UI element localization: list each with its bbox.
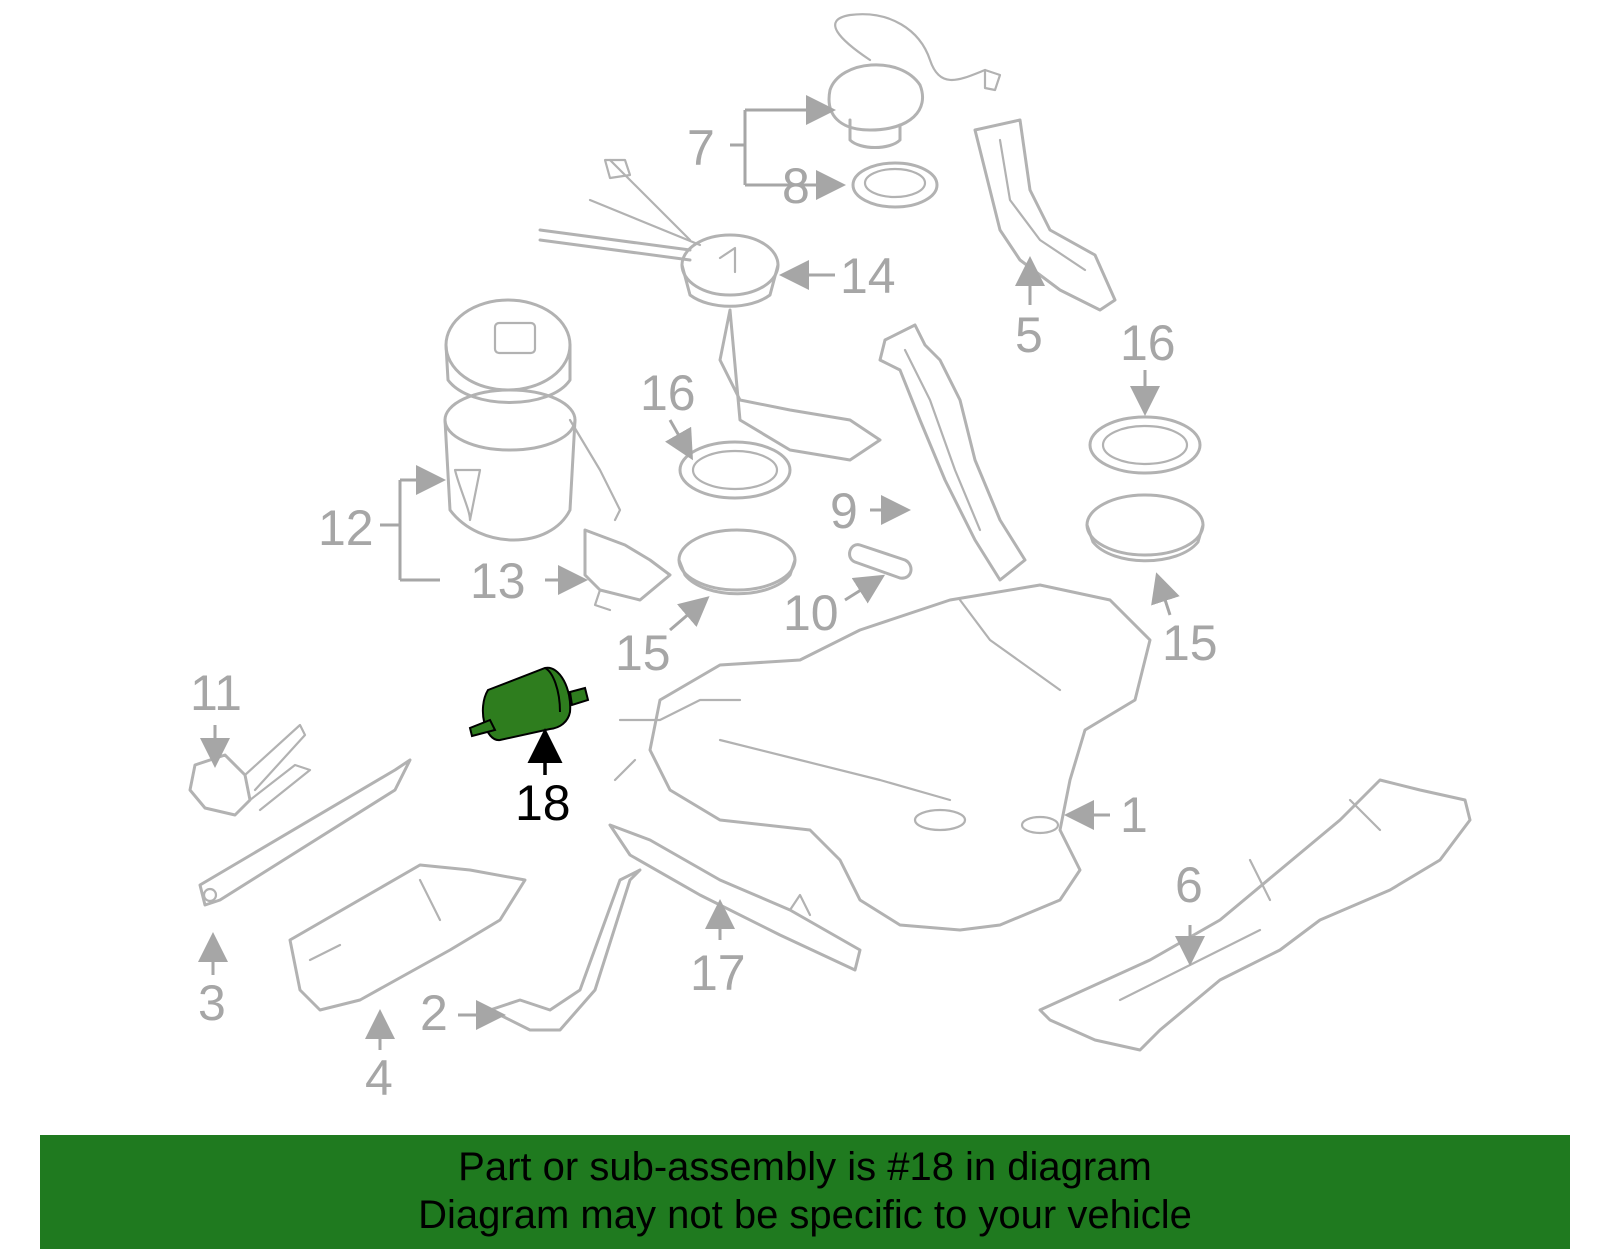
label-17: 17 [690, 945, 746, 1001]
label-9: 9 [830, 483, 858, 539]
valve-part-11 [188, 723, 312, 817]
leader-lines [198, 110, 1205, 1050]
label-6: 6 [1175, 857, 1203, 913]
parts-diagram: 1 2 3 4 5 6 7 8 9 10 11 12 13 14 15 15 1… [188, 13, 1472, 1106]
fuel-cap-part-7 [827, 13, 1002, 149]
label-4: 4 [365, 1050, 393, 1106]
underbody-shield-part-6 [1038, 778, 1472, 1052]
fuel-pump-module-part-12 [443, 298, 622, 542]
label-3: 3 [198, 975, 226, 1031]
banner-line-2: Diagram may not be specific to your vehi… [418, 1193, 1192, 1237]
shield-part-4 [288, 863, 527, 1012]
label-12: 12 [318, 500, 374, 556]
label-5: 5 [1015, 307, 1043, 363]
fuel-filter-part-18-highlighted[interactable] [468, 666, 590, 741]
fuel-sender-part-14 [538, 158, 882, 462]
heat-shield-part-5 [973, 118, 1117, 312]
label-10: 10 [783, 585, 839, 641]
label-15-right: 15 [1162, 615, 1218, 671]
lock-ring-part-16-right [1088, 415, 1202, 475]
label-16-right: 16 [1120, 315, 1176, 371]
strap-part-2 [488, 868, 642, 1032]
banner-line-1: Part or sub-assembly is #18 in diagram [458, 1145, 1152, 1189]
filler-neck-part-9 [878, 323, 1027, 582]
lock-ring-part-16-left [678, 440, 792, 500]
strap-part-3 [198, 758, 412, 907]
seal-part-15-left [677, 528, 797, 596]
label-1: 1 [1120, 787, 1148, 843]
rail-part-17 [608, 823, 862, 972]
fuel-tank-part-1 [613, 583, 1152, 932]
label-16-left: 16 [640, 365, 696, 421]
pipe-part-10 [848, 543, 913, 580]
callout-labels: 1 2 3 4 5 6 7 8 9 10 11 12 13 14 15 15 1… [190, 120, 1218, 1106]
seal-part-15-right [1085, 493, 1205, 563]
seal-ring-part-8 [851, 161, 939, 209]
label-15-left: 15 [615, 625, 671, 681]
label-18-highlighted: 18 [515, 775, 571, 831]
label-7: 7 [687, 120, 715, 176]
label-2: 2 [420, 985, 448, 1041]
bracket-part-13 [583, 528, 672, 612]
label-8: 8 [782, 158, 810, 214]
label-13: 13 [470, 553, 526, 609]
label-14: 14 [840, 248, 896, 304]
label-11: 11 [190, 665, 242, 721]
info-banner: Part or sub-assembly is #18 in diagram D… [40, 1135, 1570, 1249]
